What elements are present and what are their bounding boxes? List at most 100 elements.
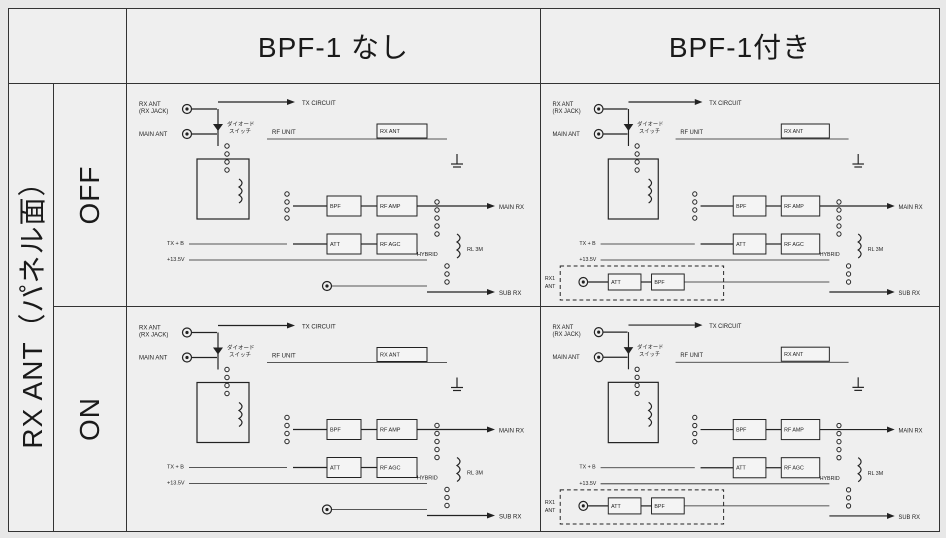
hybrid-contact (434, 454, 440, 461)
rx-ant-jack (593, 326, 604, 338)
rx-ant-jack (181, 103, 193, 115)
diagram-label: RF UNIT (272, 130, 296, 136)
main-ant-jack (593, 352, 604, 363)
relay-contact (224, 151, 230, 157)
ext-att-block-label: ATT (611, 504, 621, 510)
diagram-label: SUB RX (499, 291, 521, 297)
row-off-label: OFF (74, 165, 105, 225)
diagram-label: HYBRID (820, 252, 840, 258)
hybrid-contact (434, 231, 440, 237)
rx-ant-box (780, 123, 830, 139)
hybrid-contact (434, 430, 440, 437)
relay-block (607, 158, 659, 220)
corner-cell (9, 9, 127, 84)
diagram-label: RF UNIT (680, 353, 703, 359)
switch-contact (284, 430, 290, 437)
sub-jack (321, 280, 333, 292)
att-block (732, 233, 767, 255)
bpf-block-label: BPF (330, 204, 341, 210)
sub-contact (444, 263, 450, 269)
diagram-label: TX CIRCUIT (709, 324, 742, 330)
diagram-label: SUB RX (899, 515, 920, 521)
rf-amp-block-label: RF AMP (784, 427, 804, 433)
rf-agc-block-label: RF AGC (784, 242, 804, 248)
rf-agc-block-label: RF AGC (784, 466, 804, 472)
sub-contact (845, 503, 852, 509)
sub-jack (321, 504, 333, 515)
relay-coil (647, 401, 653, 428)
diagram-label: (RX JACK) (139, 333, 168, 339)
diagram-label: ダイオード (637, 120, 663, 128)
sub-jack-center (325, 507, 329, 512)
relay-contact (634, 167, 640, 173)
main-ant-jack-center (185, 132, 189, 136)
hybrid-contact (434, 438, 440, 445)
sub-contact (845, 271, 852, 277)
relay-coil (647, 178, 653, 204)
diagram-label: MAIN ANT (553, 132, 581, 138)
sub-contact (845, 487, 852, 493)
output-coil (857, 233, 862, 259)
diagram-label: TX + B (579, 465, 596, 471)
diagram-label: RX ANT (553, 102, 574, 108)
row-group-label: RX ANT（パネル面） (17, 166, 48, 449)
diagram-label: ANT (545, 508, 556, 514)
row-on-cell: ON (54, 307, 127, 531)
switch-contact (284, 191, 290, 197)
hybrid-contact (836, 430, 842, 437)
sub-contact (444, 494, 450, 501)
switch-contact (284, 414, 290, 421)
sub-rx-arrow (887, 289, 895, 295)
switch-contact (692, 215, 698, 221)
rx-ant-jack-center (597, 107, 601, 111)
rx-ant-jack-center (185, 107, 189, 111)
tx-arrow (694, 99, 703, 105)
diagram-label: TX CIRCUIT (302, 101, 336, 107)
rx-ant-box (780, 346, 830, 362)
diagram-label: スイッチ (639, 128, 660, 135)
main-rx-arrow (487, 203, 495, 209)
bpf-block-label: BPF (330, 428, 341, 434)
relay-block (196, 158, 250, 220)
switch-contact (692, 430, 698, 437)
att-block-label: ATT (330, 242, 341, 248)
ext-bpf-block (651, 497, 685, 515)
relay-contact (224, 159, 230, 165)
diagram-label: RX1 (545, 500, 555, 506)
relay-contact (634, 390, 640, 397)
diagram-label: RX ANT (553, 325, 574, 331)
diagram-label: RL 3M (868, 247, 884, 253)
sub-contact (845, 279, 852, 285)
ext-att-block-label: ATT (611, 280, 621, 286)
sub-rx-arrow (887, 512, 895, 519)
switch-contact (284, 215, 290, 221)
diagram-label: MAIN RX (899, 428, 923, 434)
relay-contact (634, 159, 640, 165)
diagram-label: RL 3M (868, 471, 884, 477)
diagram-label: MAIN RX (499, 205, 524, 211)
hybrid-contact (434, 223, 440, 229)
diagram-label: RF UNIT (272, 354, 296, 360)
diagram-label: RX ANT (139, 326, 161, 332)
rx-ant-jack-center (597, 330, 601, 334)
sub-contact (845, 495, 852, 501)
relay-contact (224, 167, 230, 173)
sub-contact (444, 271, 450, 277)
main-rx-arrow (487, 426, 495, 433)
output-coil (857, 457, 862, 483)
hybrid-contact (836, 215, 842, 221)
hybrid-contact (836, 438, 842, 445)
tx-arrow (287, 99, 295, 105)
diagram-label: MAIN ANT (553, 355, 581, 361)
att-block-label: ATT (330, 466, 341, 472)
relay-contact (634, 143, 640, 149)
hybrid-contact (434, 422, 440, 429)
diagram-label: (RX JACK) (553, 332, 581, 338)
diagram-label: HYBRID (417, 476, 438, 482)
rf-amp-block-label: RF AMP (380, 204, 401, 210)
diagram-label: +13.5V (167, 481, 185, 487)
